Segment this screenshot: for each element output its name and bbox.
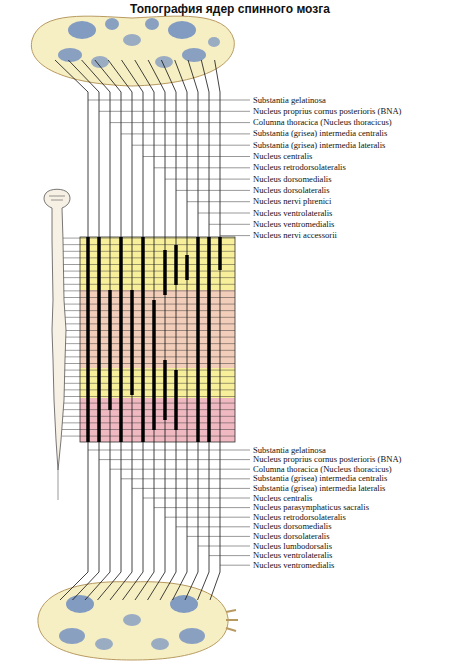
nucleus-label: Nucleus nervi phrenici — [253, 196, 331, 206]
nucleus-label: Nucleus proprius cornus posterioris (BNA… — [253, 106, 401, 116]
leader-lines-upper — [88, 100, 250, 236]
nucleus-label: Substantia gelatinosa — [253, 445, 326, 455]
nucleus-label: Nucleus dorsolateralis — [253, 185, 330, 195]
nucleus-label: Columna thoracica (Nucleus thoracicus) — [253, 464, 392, 474]
nucleus-label: Substantia (grisea) intermedia lateralis — [253, 140, 385, 150]
spinal-cord-figure — [44, 189, 70, 500]
nucleus-label: Substantia (grisea) intermedia centralis — [253, 128, 387, 138]
nucleus-label: Nucleus proprius cornus posterioris (BNA… — [253, 454, 401, 464]
diagram-title: Топография ядер спинного мозга — [0, 2, 460, 16]
nucleus-label: Nucleus ventromedialis — [253, 560, 334, 570]
nucleus-extent-bars — [88, 237, 220, 442]
leader-lines-lower — [88, 450, 250, 565]
nucleus-label: Nucleus retrodorsolateralis — [253, 162, 346, 172]
cross-section-lower — [38, 582, 238, 660]
nucleus-label: Substantia (grisea) intermedia centralis — [253, 473, 387, 483]
nucleus-label: Nucleus ventrolateralis — [253, 550, 332, 560]
nucleus-lines-lower — [60, 442, 220, 600]
nucleus-lines-upper — [55, 60, 220, 442]
segment-grid — [62, 237, 235, 442]
nucleus-label: Substantia (grisea) intermedia lateralis — [253, 483, 385, 493]
nucleus-label: Nucleus parasymphaticus sacralis — [253, 502, 369, 512]
nucleus-label: Nucleus centralis — [253, 151, 312, 161]
nucleus-label: Columna thoracica (Nucleus thoracicus) — [253, 117, 392, 127]
nucleus-label: Nucleus lumbodorsalis — [253, 541, 332, 551]
nucleus-label: Nucleus nervi accessorii — [253, 230, 337, 240]
nucleus-label: Nucleus centralis — [253, 493, 312, 503]
nucleus-label: Nucleus ventromedialis — [253, 219, 334, 229]
cross-section-upper — [31, 16, 234, 86]
nucleus-label: Nucleus dorsomedialis — [253, 174, 332, 184]
nucleus-label: Nucleus dorsomedialis — [253, 521, 332, 531]
nucleus-label: Nucleus retrodorsolateralis — [253, 512, 346, 522]
nucleus-label: Nucleus dorsolateralis — [253, 531, 330, 541]
nucleus-label: Nucleus ventrolateralis — [253, 208, 332, 218]
nucleus-label: Substantia gelatinosa — [253, 95, 326, 105]
